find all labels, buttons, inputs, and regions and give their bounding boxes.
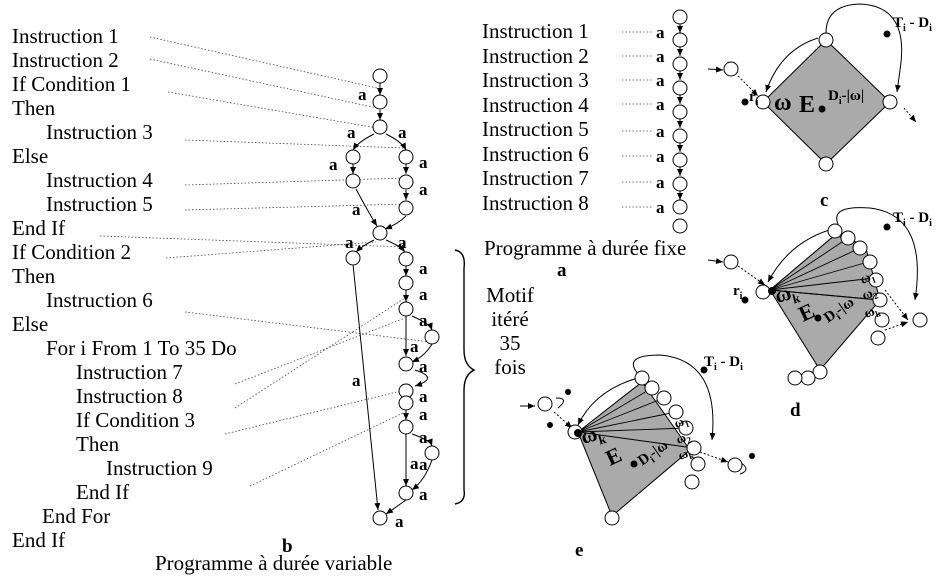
panel-d-labels: Ti - Di ri ωk E Di-|ω ω1 ω2 ωk (733, 210, 932, 327)
node-label: a (352, 200, 361, 219)
svg-text:ri: ri (749, 89, 759, 108)
panel-c-labels: Ti - Di ri ω E Di-|ω| (749, 15, 932, 118)
code-line: Instruction 6 (46, 288, 153, 312)
svg-text:ωk: ωk (578, 418, 609, 451)
panel-b-connectors (99, 36, 431, 487)
node-label: a (345, 233, 354, 252)
node-label: a (656, 95, 665, 114)
panel-b-code: Instruction 1 Instruction 2 If Condition… (12, 25, 237, 553)
node-label: a (419, 357, 428, 376)
node-label: a (656, 173, 665, 192)
node-label: a (419, 455, 428, 474)
svg-text:Ti - Di: Ti - Di (893, 15, 932, 34)
code-line: Instruction 6 (482, 141, 589, 166)
panel-letter-b: b (282, 536, 293, 557)
code-line: Else (12, 144, 49, 168)
iteration-note-line: itéré (491, 307, 529, 331)
code-line: Then (12, 264, 56, 288)
panel-b-caption: Programme à durée variable (155, 551, 393, 575)
node-label: a (419, 153, 428, 172)
panel-letter-d: d (790, 400, 801, 421)
iteration-note: Motif itéré 35 fois (478, 283, 542, 379)
svg-text:ω1: ω1 (858, 268, 878, 288)
code-line: Instruction 8 (482, 190, 589, 215)
code-line: Then (12, 96, 56, 120)
code-line: Else (12, 312, 49, 336)
svg-text:ri: ri (733, 283, 743, 302)
node-label: a (656, 47, 665, 66)
panel-a-code: Instruction 1 Instruction 2 Instruction … (482, 20, 589, 216)
code-line: Instruction 3 (482, 68, 589, 92)
node-label: a (419, 485, 428, 504)
node-label: a (419, 180, 428, 199)
svg-text:E: E (799, 92, 815, 118)
panel-a-connectors (622, 31, 652, 208)
node-label: a (352, 371, 361, 390)
node-label: a (419, 428, 428, 447)
svg-text:ωk: ωk (772, 277, 803, 310)
code-line: If Condition 1 (12, 72, 131, 96)
node-label: a (329, 155, 338, 174)
iteration-note-line: Motif (486, 283, 534, 307)
code-line: End If (76, 480, 130, 504)
node-label: a (395, 512, 404, 531)
node-label: a (419, 285, 428, 304)
svg-text:ωk: ωk (862, 302, 882, 322)
node-label: a (656, 147, 665, 166)
code-line: End If (12, 216, 66, 240)
code-line: For i From 1 To 35 Do (46, 336, 237, 360)
node-label: a (419, 259, 428, 278)
node-label: a (656, 122, 665, 141)
code-line: Instruction 4 (46, 168, 153, 192)
node-label: a (398, 123, 407, 142)
code-line: Instruction 7 (482, 166, 589, 190)
node-label: a (398, 233, 407, 252)
panel-a-graph (672, 9, 688, 234)
panel-d-graph (707, 207, 928, 386)
svg-text:Ti - Di: Ti - Di (893, 210, 932, 229)
panel-a-caption: Programme à durée fixe (484, 236, 687, 260)
code-line: If Condition 2 (12, 240, 131, 264)
panel-b-graph (345, 68, 440, 526)
node-labels: a a a a a a a a a a a a a a a a a a a a … (329, 23, 665, 531)
code-line: Instruction 7 (76, 360, 183, 384)
code-line: Instruction 2 (12, 48, 119, 72)
panel-letter-c: c (820, 190, 828, 211)
code-line: Instruction 3 (46, 120, 153, 144)
code-line: Instruction 1 (12, 24, 119, 48)
svg-text:ω2: ω2 (860, 284, 880, 304)
svg-text:Di-|ω|: Di-|ω| (828, 88, 864, 107)
node-label: a (656, 198, 665, 217)
panel-c-graph (707, 3, 917, 172)
panel-letter-a: a (557, 260, 567, 281)
code-line: Instruction 8 (76, 384, 183, 408)
node-label: a (358, 85, 367, 104)
node-label: a (410, 454, 419, 473)
code-line: End If (12, 528, 66, 552)
iteration-brace (454, 249, 476, 505)
code-line: Instruction 5 (482, 117, 589, 141)
code-line: Instruction 9 (106, 456, 213, 480)
iteration-note-line: 35 (499, 331, 521, 355)
node-label: a (419, 387, 428, 406)
code-line: End For (42, 504, 111, 528)
node-label: a (410, 337, 419, 356)
node-label: a (347, 123, 356, 142)
svg-text:ω: ω (774, 90, 792, 116)
code-line: Instruction 1 (482, 19, 589, 43)
panel-e-graph (520, 354, 755, 526)
node-label: a (419, 311, 428, 330)
node-label: a (656, 23, 665, 42)
panel-letter-e: e (575, 540, 583, 561)
code-line: If Condition 3 (76, 408, 195, 432)
code-line: Instruction 4 (482, 92, 589, 117)
svg-text:Ti - Di: Ti - Di (704, 354, 743, 373)
iteration-note-line: fois (494, 355, 526, 379)
code-line: Instruction 5 (46, 192, 153, 216)
node-label: a (656, 71, 665, 90)
node-label: a (419, 405, 428, 424)
code-line: Then (76, 432, 120, 456)
code-line: Instruction 2 (482, 43, 589, 68)
